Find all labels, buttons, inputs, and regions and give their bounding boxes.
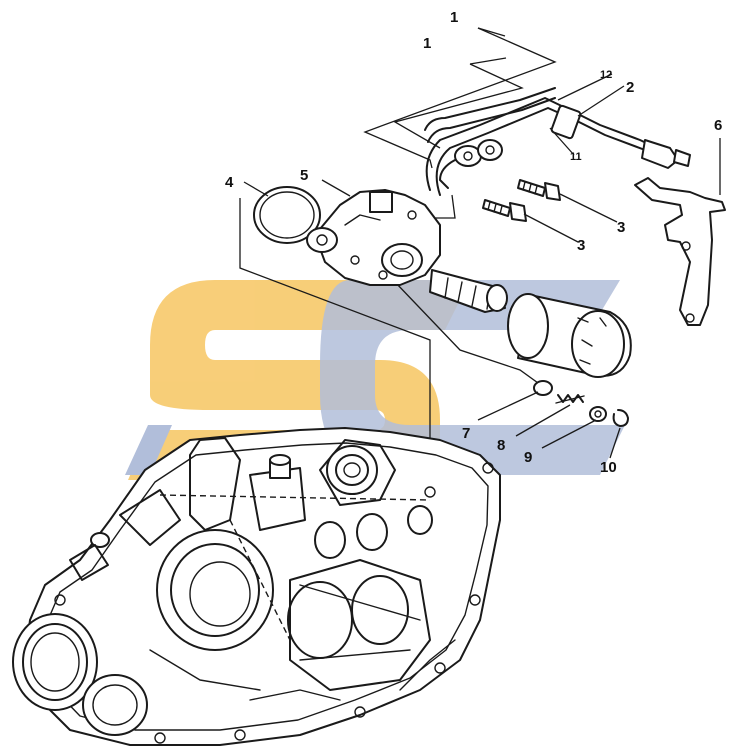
oil-pipe bbox=[424, 87, 691, 196]
callout-labels: 1 1 12 2 6 11 4 5 3 3 7 8 9 10 bbox=[225, 9, 722, 476]
bracket bbox=[634, 138, 726, 326]
spring-8 bbox=[555, 394, 585, 404]
filter-stud bbox=[429, 269, 508, 313]
small-part-leaders bbox=[243, 27, 625, 459]
callout-10: 10 bbox=[600, 459, 617, 476]
callout-2: 2 bbox=[626, 79, 634, 96]
callout-9: 9 bbox=[524, 449, 532, 466]
callout-3-lower: 3 bbox=[577, 237, 585, 254]
watermark-bar bbox=[125, 425, 172, 475]
plug-7 bbox=[533, 380, 553, 396]
callout-11: 11 bbox=[570, 151, 582, 163]
callout-1-top: 1 bbox=[450, 9, 458, 26]
callout-3-upper: 3 bbox=[617, 219, 625, 236]
bolt-lower bbox=[482, 199, 527, 222]
circlip-10 bbox=[612, 409, 629, 427]
callout-6: 6 bbox=[714, 117, 722, 134]
callout-4: 4 bbox=[225, 174, 234, 191]
o-ring bbox=[253, 186, 321, 244]
oil-filter-cartridge bbox=[507, 293, 632, 378]
group-brackets bbox=[239, 27, 557, 500]
callout-8: 8 bbox=[497, 437, 505, 454]
washer-9 bbox=[589, 406, 607, 422]
bolt-upper bbox=[517, 179, 561, 201]
callout-1-second: 1 bbox=[423, 35, 431, 52]
callout-5: 5 bbox=[300, 167, 308, 184]
filter-housing bbox=[306, 189, 441, 286]
crankcase bbox=[12, 427, 501, 746]
callout-7: 7 bbox=[462, 425, 470, 442]
callout-12: 12 bbox=[600, 69, 612, 81]
